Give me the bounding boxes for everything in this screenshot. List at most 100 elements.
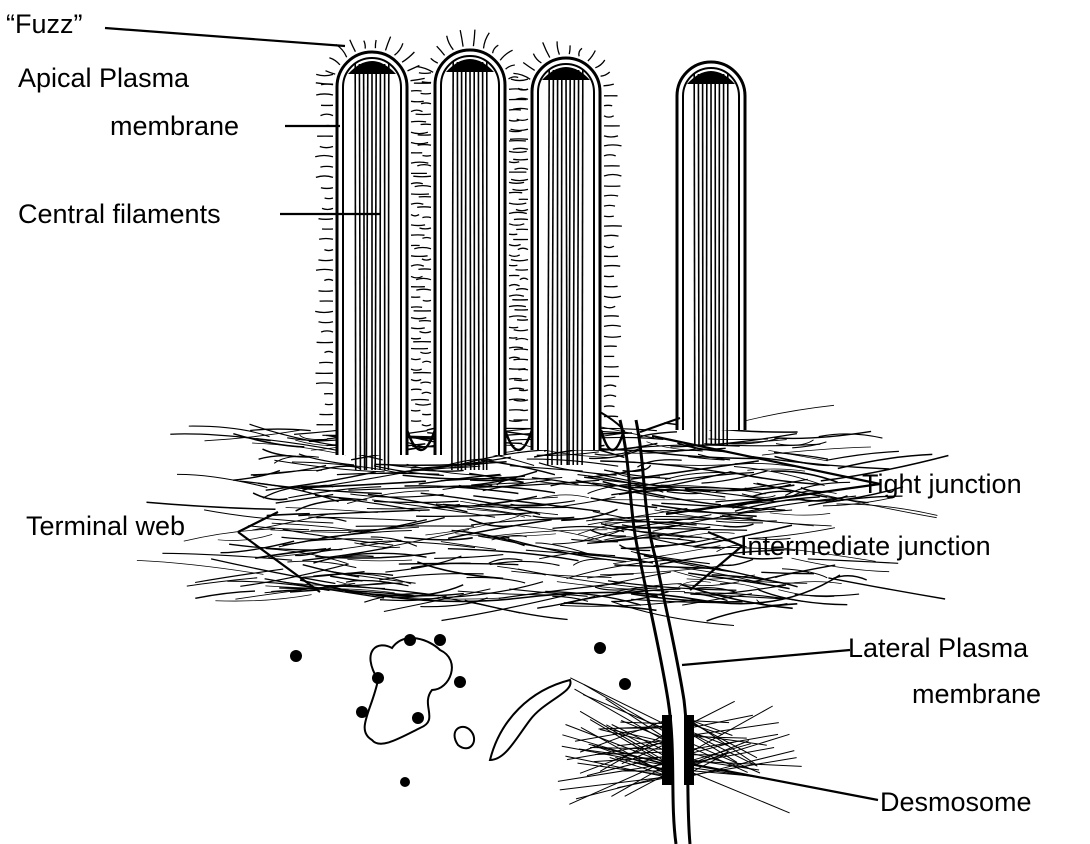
terminal-web-fiber [481, 460, 555, 475]
fuzz-strand [411, 215, 419, 216]
fuzz-strand [509, 255, 520, 256]
fuzz-strand [509, 327, 518, 328]
fuzz-strand [460, 30, 463, 47]
ribosome-dot [594, 642, 606, 654]
fuzz-strand [422, 392, 431, 393]
fuzz-strand [411, 265, 424, 266]
terminal-web-fiber [250, 429, 311, 431]
fuzz-strand [423, 156, 432, 157]
fuzz-strand [509, 77, 519, 79]
fuzz-strand [447, 36, 454, 50]
fuzz-strand [518, 248, 528, 249]
fuzz-strand [516, 270, 529, 271]
fuzz-strand [516, 339, 528, 340]
fuzz-strand [604, 306, 615, 308]
fuzz-strand [411, 359, 421, 360]
fuzz-strand [520, 278, 528, 279]
fuzz-strand [523, 63, 535, 71]
label-terminal-web: Terminal web [26, 510, 185, 542]
terminal-web-fiber [837, 504, 938, 515]
fuzz-strand [604, 385, 616, 386]
terminal-web-fiber [434, 555, 503, 559]
fuzz-strand [509, 224, 524, 225]
fuzz-strand [418, 145, 431, 146]
fuzz-strand [411, 143, 428, 144]
terminal-web-fiber [177, 474, 267, 487]
central-filament [355, 64, 356, 470]
fuzz-strand [509, 399, 525, 400]
central-filament [364, 64, 365, 470]
central-filament [582, 70, 583, 465]
central-filament [359, 64, 360, 470]
central-filament [470, 62, 471, 470]
fuzz-strand [509, 306, 526, 307]
fuzz-strand [325, 351, 334, 352]
fuzz-strand [518, 88, 528, 89]
ribosome-dot [404, 634, 416, 646]
fuzz-strand [569, 45, 570, 54]
fuzz-strand [604, 325, 621, 326]
terminal-web-fiber [137, 560, 264, 574]
fuzz-strand [514, 400, 528, 401]
fuzz-strand [415, 404, 431, 405]
central-filament [457, 62, 458, 470]
leader-line [682, 650, 850, 665]
fuzz-strand [511, 179, 528, 180]
fuzz-strand [518, 369, 528, 370]
terminal-web-fiber [286, 508, 378, 513]
fuzz-strand [516, 289, 528, 290]
fuzz-strand [416, 67, 433, 73]
fuzz-strand [604, 105, 612, 106]
tonofilament [580, 721, 664, 752]
fuzz-strand [509, 245, 521, 246]
fuzz-strand [588, 51, 595, 62]
fuzz-strand [511, 129, 528, 130]
ribosome-dot [290, 650, 302, 662]
terminal-web-fiber [533, 516, 575, 518]
fuzz-strand [319, 219, 334, 220]
tonofilament [584, 685, 664, 732]
terminal-web-fiber [403, 475, 525, 479]
fuzz-strand [322, 208, 333, 209]
terminal-web-fiber [707, 604, 798, 621]
fuzz-strand [315, 156, 333, 157]
fuzz-strand [364, 41, 365, 49]
fuzz-strand [411, 78, 425, 80]
terminal-web-fiber [347, 559, 412, 561]
fuzz-strand [509, 316, 526, 317]
fuzz-strand [604, 84, 614, 86]
fuzz-strand [415, 186, 431, 187]
central-filament [478, 62, 479, 470]
fuzz-strand [493, 45, 499, 53]
fuzz-strand [437, 46, 445, 55]
fuzz-strand [509, 388, 524, 389]
label-fuzz: “Fuzz” [6, 8, 83, 40]
fuzz-strand [411, 121, 426, 122]
fuzz-strand [509, 182, 524, 183]
fuzz-strand [604, 235, 619, 236]
fuzz-strand [316, 176, 333, 177]
terminal-web-fiber [311, 527, 420, 530]
terminal-web-fiber [298, 510, 429, 516]
fuzz-strand [321, 114, 334, 115]
fuzz-strand [411, 225, 425, 226]
fuzz-strand [473, 30, 475, 47]
fuzz-strand [604, 395, 616, 396]
central-filament [483, 62, 484, 470]
fuzz-strand [316, 83, 333, 84]
fuzz-strand [509, 151, 527, 152]
fuzz-strand [411, 132, 428, 134]
label-central-filaments: Central filaments [18, 198, 221, 230]
ribosome-dot [356, 706, 368, 718]
fuzz-strand [601, 72, 610, 76]
fuzz-strand [320, 147, 333, 148]
fuzz-strand [326, 71, 336, 74]
vesicle [365, 638, 452, 744]
fuzz-strand [414, 248, 431, 249]
label-desmosome: Desmosome [880, 786, 1032, 818]
vesicle-small [455, 727, 475, 748]
fuzz-strand [411, 338, 421, 339]
terminal-web-fiber [643, 463, 754, 466]
fuzz-strand [329, 58, 340, 65]
